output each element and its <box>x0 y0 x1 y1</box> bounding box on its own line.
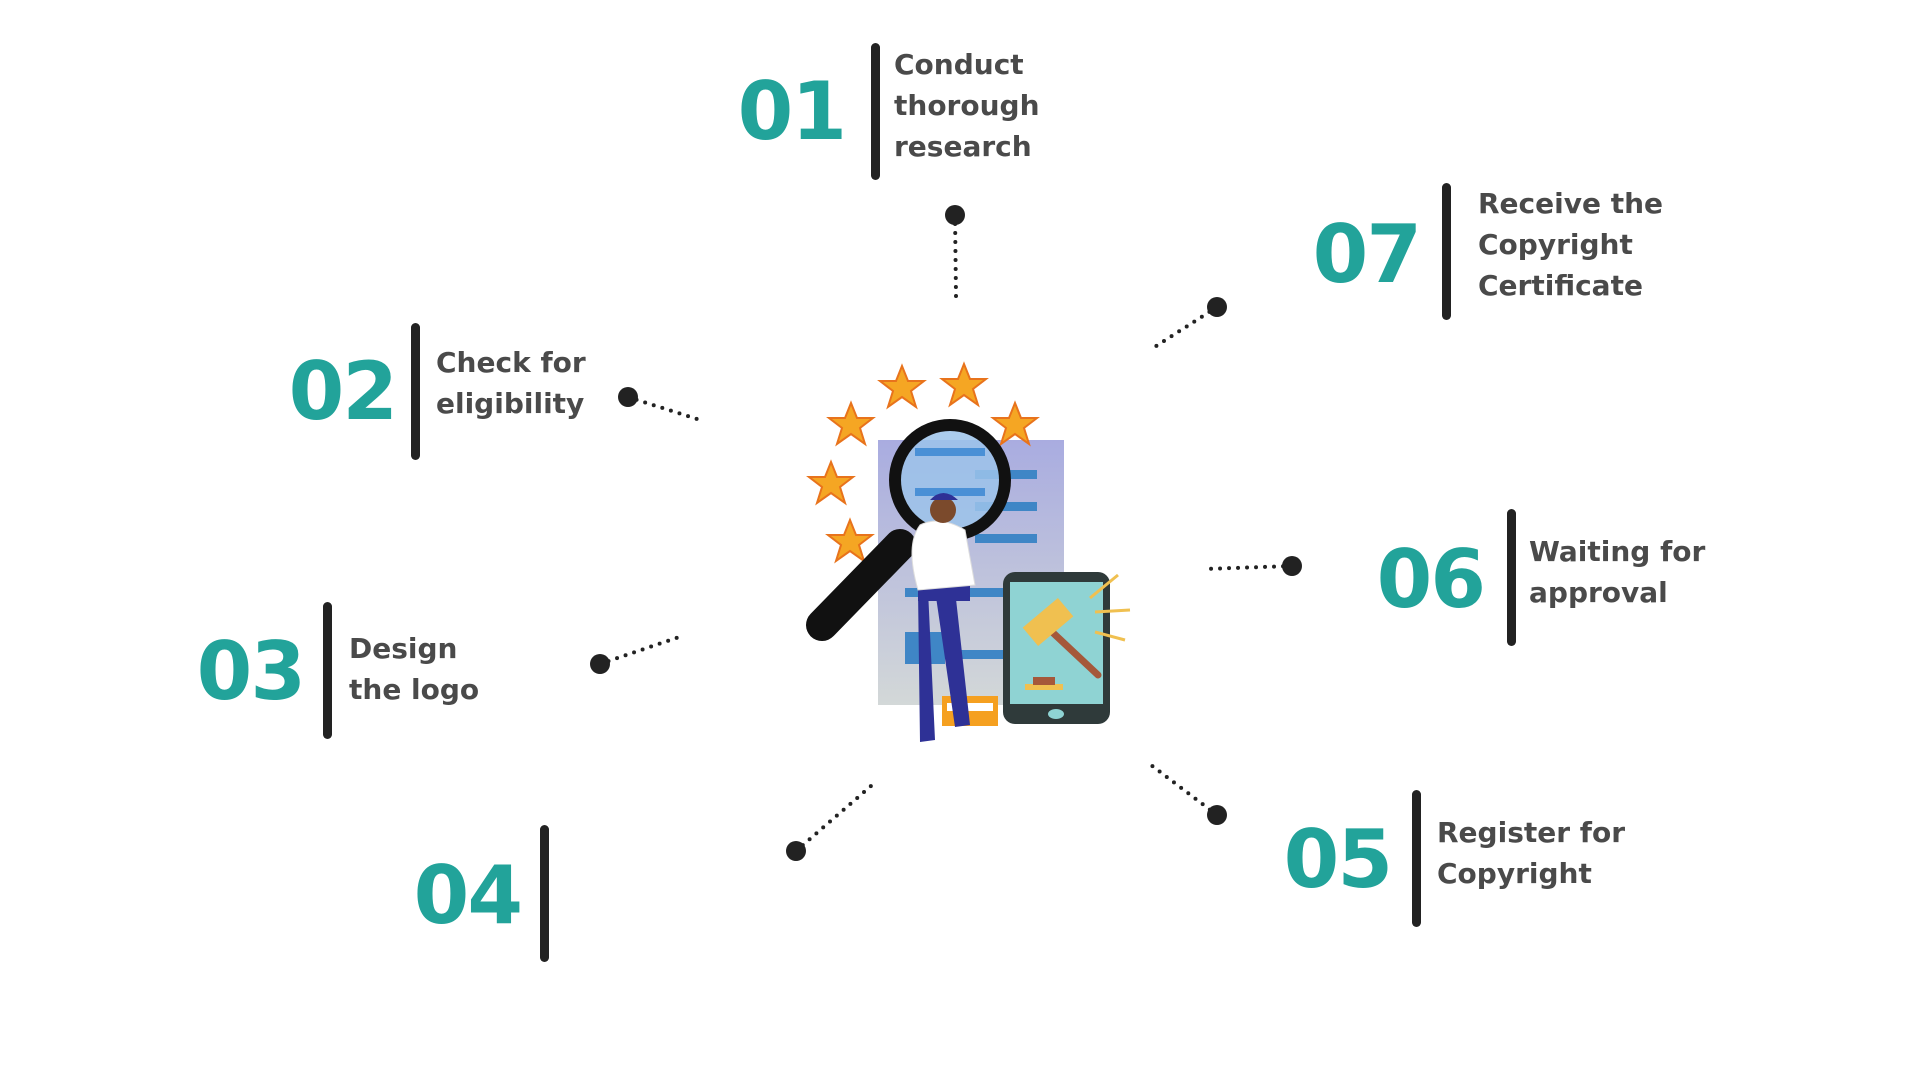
step-divider <box>411 323 420 460</box>
step-label: Receive the Copyright Certificate <box>1478 183 1663 306</box>
step-label: Design the logo <box>349 628 479 710</box>
stars-icon <box>806 361 1040 564</box>
phone-gavel-icon <box>1003 572 1131 724</box>
step-label: Conduct thorough research <box>894 44 1040 167</box>
label-line: Certificate <box>1478 269 1643 302</box>
step-number: 06 <box>1376 533 1486 626</box>
label-line: the logo <box>349 673 480 706</box>
briefcase-icon <box>942 696 998 726</box>
step-number: 03 <box>196 625 306 718</box>
connector-dot <box>1207 805 1227 825</box>
label-line: Copyright <box>1437 857 1592 890</box>
label-line: Register for <box>1437 816 1626 849</box>
person-icon <box>911 493 976 742</box>
connector-dot <box>945 205 965 225</box>
label-line: approval <box>1529 576 1668 609</box>
step-label: Check for eligibility <box>436 342 586 424</box>
step-divider <box>871 43 880 180</box>
step-divider <box>1507 509 1516 646</box>
label-line: Waiting for <box>1529 535 1706 568</box>
step-number: 05 <box>1283 813 1393 906</box>
connector-02 <box>626 395 699 421</box>
label-line: thorough <box>894 89 1040 122</box>
label-line: Design <box>349 632 458 665</box>
step-number: 02 <box>288 345 398 438</box>
connector-06 <box>1203 564 1294 571</box>
step-number: 04 <box>413 849 523 942</box>
step-divider <box>1412 790 1421 927</box>
connector-dot <box>786 841 806 861</box>
connector-dot <box>1282 556 1302 576</box>
step-label: Register for Copyright <box>1437 812 1625 894</box>
step-label: Waiting for approval <box>1529 531 1705 613</box>
step-number: 01 <box>737 65 847 158</box>
connector-dot <box>1207 297 1227 317</box>
connector-03 <box>598 634 684 666</box>
label-line: Receive the <box>1478 187 1664 220</box>
step-number: 07 <box>1312 208 1422 301</box>
connector-04 <box>794 784 873 853</box>
connector-dot <box>590 654 610 674</box>
label-line: eligibility <box>436 387 585 420</box>
step-divider <box>323 602 332 739</box>
label-line: Check for <box>436 346 586 379</box>
label-line: Conduct <box>894 48 1024 81</box>
label-line: Copyright <box>1478 228 1633 261</box>
label-line: research <box>894 130 1032 163</box>
step-divider <box>540 825 549 962</box>
step-divider <box>1442 183 1451 320</box>
connector-dot <box>618 387 638 407</box>
